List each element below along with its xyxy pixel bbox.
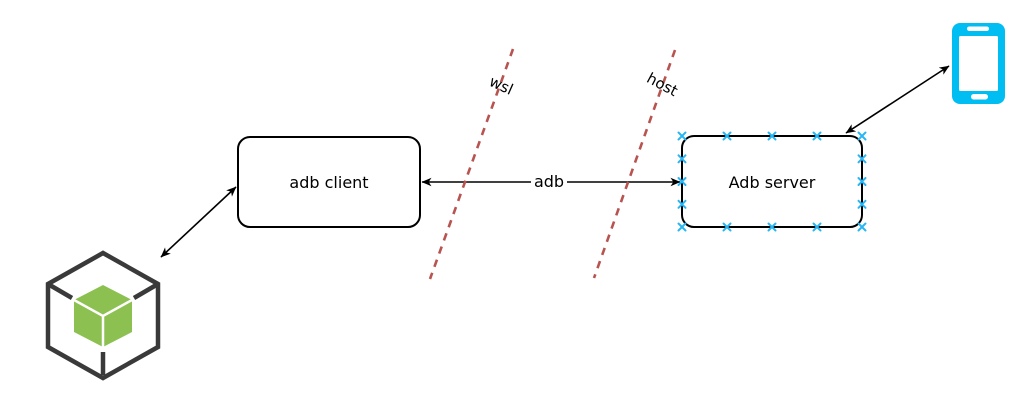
adb-client-label: adb client [289, 173, 368, 192]
adb-edge-label[interactable]: adb [534, 172, 564, 191]
adb-server-label: Adb server [729, 173, 816, 192]
smartphone-home-button [971, 94, 988, 100]
host-boundary-label[interactable]: host [644, 69, 681, 100]
connection-point-marker [857, 131, 867, 141]
host-boundary-line[interactable] [592, 49, 677, 279]
connection-point-marker [677, 131, 687, 141]
cube-face-separators [73, 298, 133, 347]
adb-edge-label-background [531, 172, 567, 191]
edge-cube-to-client[interactable] [160, 186, 237, 258]
adb-client-node[interactable] [237, 136, 421, 228]
green-module-cube-icon[interactable] [45, 250, 161, 381]
wsl-boundary-label[interactable]: wsl [486, 72, 515, 98]
smartphone-speaker [967, 26, 989, 31]
cube-inner-frame-edges [46, 282, 160, 375]
smartphone-icon[interactable] [952, 23, 1005, 104]
smartphone-screen [959, 36, 998, 91]
connection-point-marker [857, 222, 867, 232]
edge-server-to-phone[interactable] [845, 65, 950, 134]
connection-point-marker [677, 222, 687, 232]
